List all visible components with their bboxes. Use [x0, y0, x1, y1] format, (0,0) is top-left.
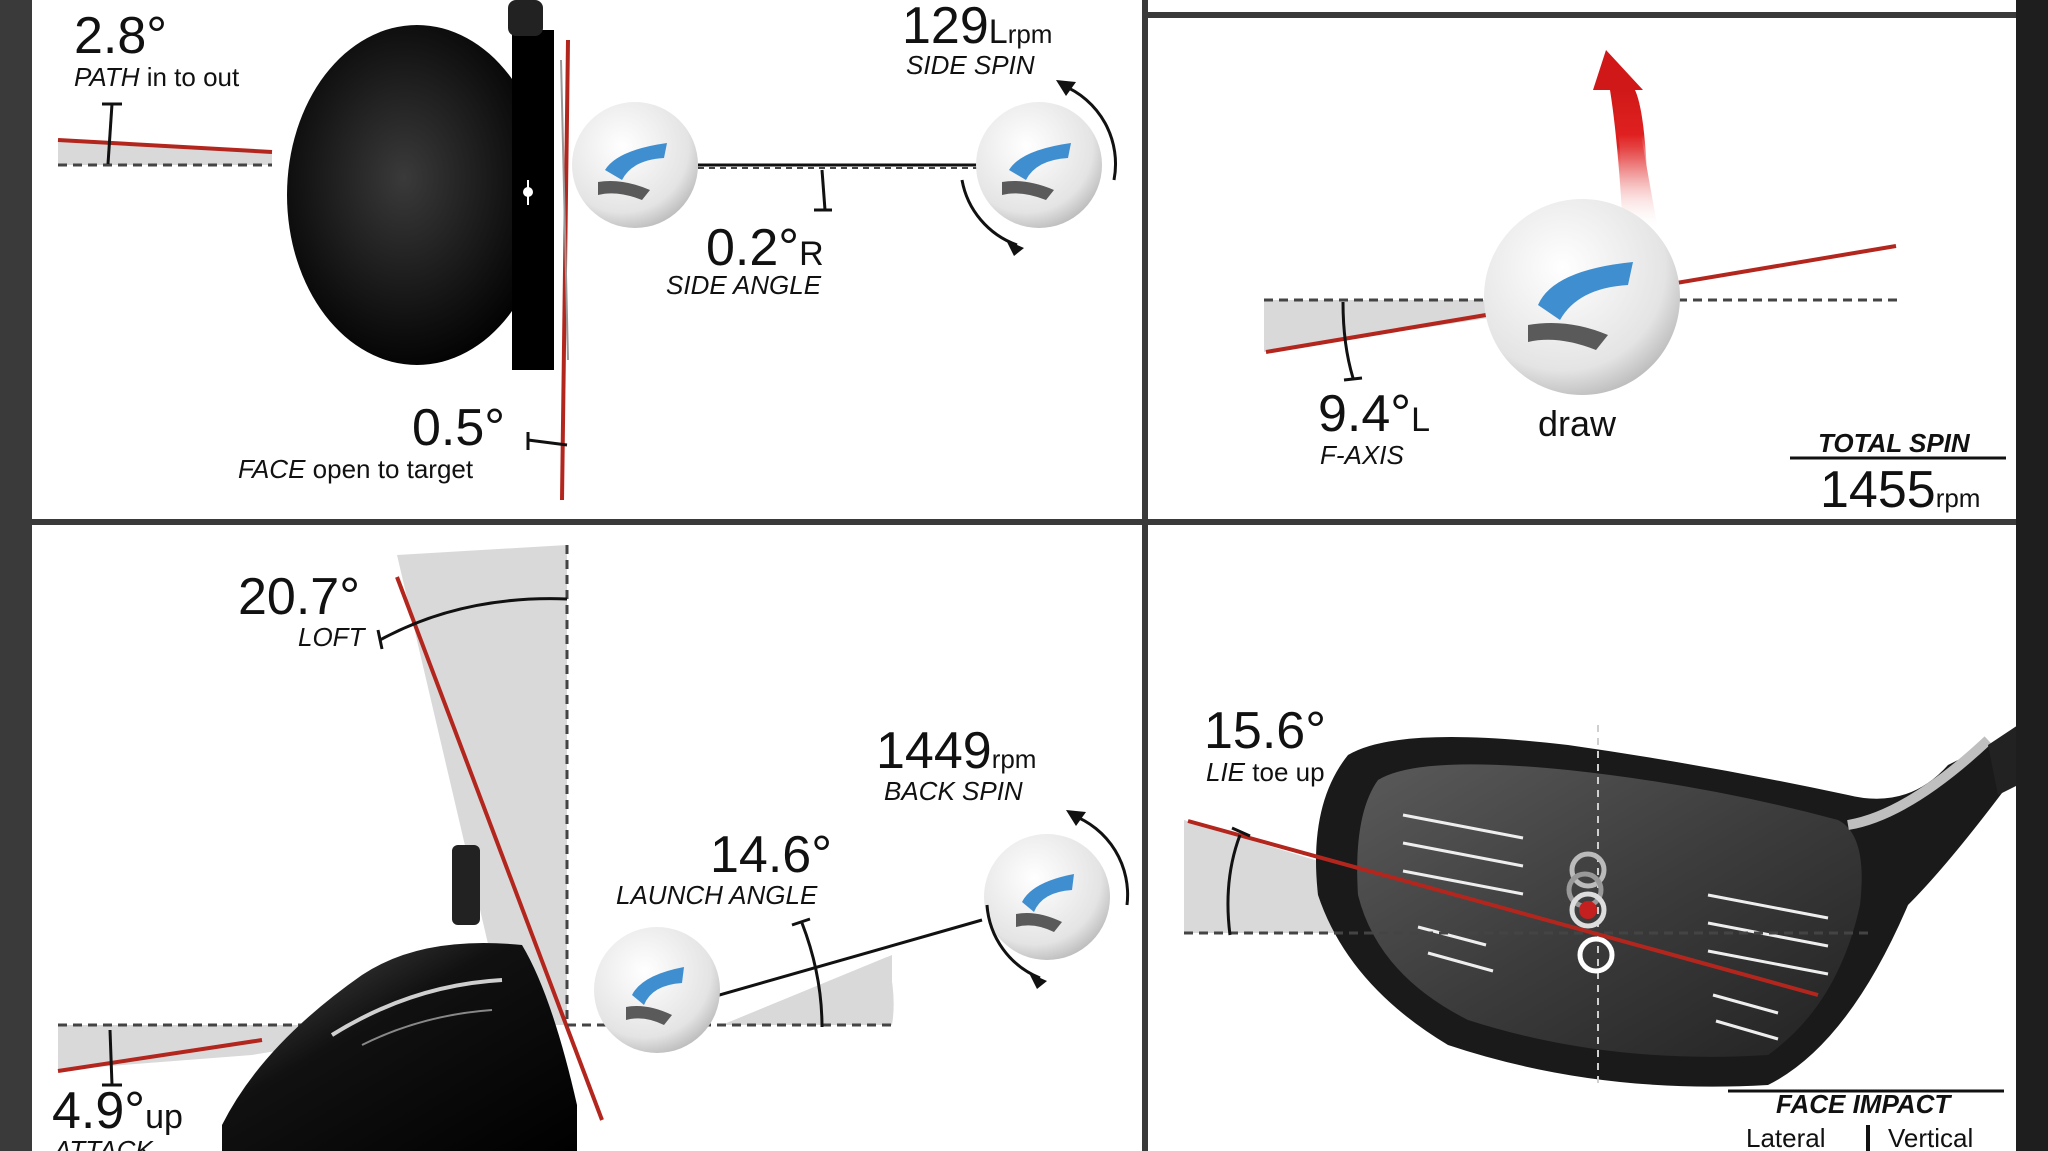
golf-ball-launch-start [594, 927, 720, 1053]
golf-ball-axis [1484, 199, 1680, 395]
face-score-lines [1402, 813, 1829, 1041]
loft-value: 20.7° [238, 568, 361, 626]
vertical-label: Vertical [1888, 1123, 1974, 1151]
right-edge-strip [2016, 0, 2048, 1151]
golf-ball-start [572, 102, 698, 228]
total-spin-label: TOTAL SPIN [1818, 428, 1970, 458]
lie-value: 15.6° [1204, 702, 1327, 760]
path-value: 2.8° [74, 7, 168, 65]
side-angle-label: SIDE ANGLE [666, 270, 822, 300]
lie-caption: LIE toe up [1206, 757, 1325, 787]
driver-face-view [1316, 726, 2016, 1087]
path-caption: PATH in to out [74, 62, 240, 92]
launch-panel: 20.7° LOFT 1449rpm BACK SPIN 14.6° LAUNC… [32, 525, 1142, 1151]
f-axis-label: F-AXIS [1320, 440, 1404, 470]
launch-angle-value: 14.6° [710, 826, 833, 884]
face-impact-label: FACE IMPACT [1776, 1089, 1951, 1119]
side-spin-label: SIDE SPIN [906, 50, 1035, 80]
side-spin-value: 129Lrpm [902, 0, 1053, 55]
launch-graphic [57, 545, 1130, 1151]
face-impact-panel: 15.6° LIE toe up FACE IMPACT Lateral Ver… [1148, 525, 2016, 1151]
lateral-label: Lateral [1746, 1123, 1826, 1151]
driver-side-view [222, 845, 577, 1151]
launch-angle-label: LAUNCH ANGLE [616, 880, 818, 910]
shot-shape-label: draw [1538, 403, 1617, 444]
attack-label: ATTACK [54, 1135, 153, 1151]
face-caption: FACE open to target [238, 454, 474, 484]
spin-axis-graphic [1148, 12, 2016, 460]
face-impact-graphic [1184, 725, 2016, 1151]
golf-ball-end [976, 102, 1102, 228]
club-path-panel: 2.8° PATH in to out 129Lrpm SIDE SPIN 0.… [32, 0, 1142, 519]
impact-markers [1566, 851, 1615, 974]
golf-ball-launch-end [984, 834, 1110, 960]
driver-hosel [508, 0, 543, 36]
face-value: 0.5° [412, 399, 506, 457]
loft-label: LOFT [298, 622, 365, 652]
spin-axis-panel: 9.4°L F-AXIS draw TOTAL SPIN 1455rpm [1148, 0, 2016, 519]
back-spin-value: 1449rpm [876, 722, 1037, 780]
back-spin-label: BACK SPIN [884, 776, 1023, 806]
attack-value: 4.9°up [52, 1082, 183, 1140]
total-spin-value: 1455rpm [1820, 461, 1981, 519]
f-axis-value: 9.4°L [1318, 385, 1431, 443]
driver-head [287, 25, 547, 365]
club-path-graphic [57, 0, 1118, 501]
side-angle-value: 0.2°R [706, 219, 824, 277]
